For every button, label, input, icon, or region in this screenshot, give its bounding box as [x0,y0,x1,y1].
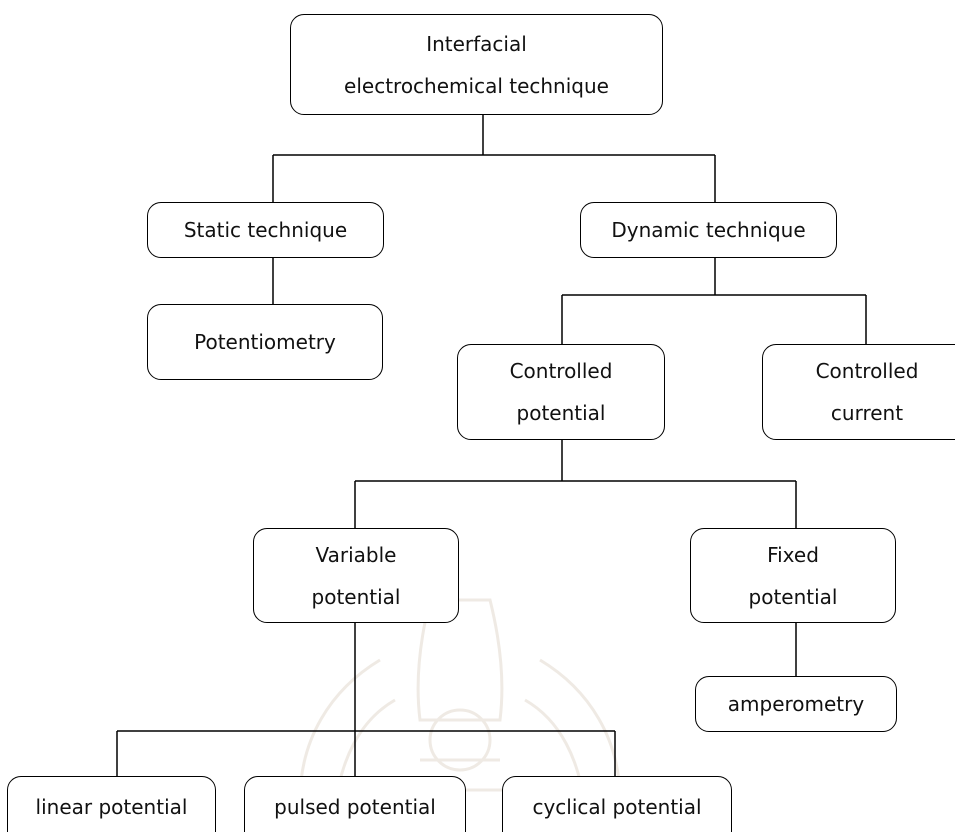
node-label: amperometry [727,692,865,716]
node-label: Variable [315,542,397,567]
node-label: Dynamic technique [611,218,806,242]
node-label: Fixed [767,542,819,567]
node-controlled-potential: Controlled potential [457,344,665,440]
node-potentiometry: Potentiometry [147,304,383,380]
node-label: Controlled [509,359,613,383]
node-cyclical-potential: cyclical potential [502,776,732,832]
node-pulsed-potential: pulsed potential [244,776,466,832]
node-label: potential [748,584,838,609]
node-label: pulsed potential [274,795,436,819]
node-static-technique: Static technique [147,202,384,258]
node-label: Potentiometry [194,330,336,354]
node-fixed-potential: Fixed potential [690,528,896,623]
node-label: cyclical potential [532,795,702,819]
node-label: potential [311,584,401,609]
node-label: electrochemical technique [344,73,609,98]
node-dynamic-technique: Dynamic technique [580,202,837,258]
node-label: Controlled [815,359,919,383]
node-amperometry: amperometry [695,676,897,732]
node-label: Static technique [183,218,348,242]
node-label: Interfacial [426,31,527,56]
node-controlled-current: Controlled current [762,344,955,440]
node-label: potential [516,401,606,425]
node-label: linear potential [35,795,188,819]
node-root: Interfacial electrochemical technique [290,14,663,115]
node-linear-potential: linear potential [7,776,216,832]
node-variable-potential: Variable potential [253,528,459,623]
node-label: current [830,401,904,425]
